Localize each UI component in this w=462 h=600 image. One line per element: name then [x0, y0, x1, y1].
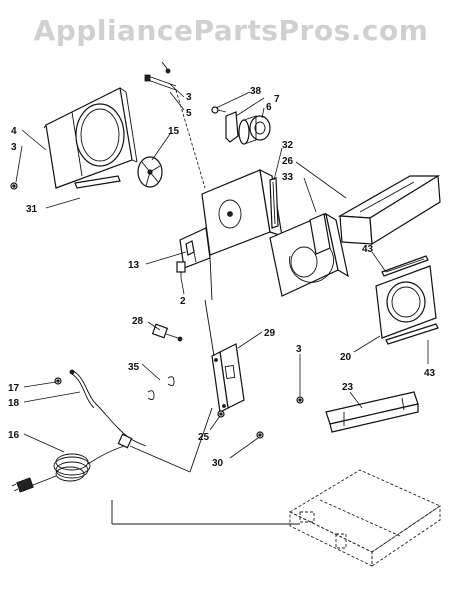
- screw-part-3c[interactable]: [296, 396, 304, 404]
- callout-labels: 3 5 4 3 31 38 7 6 15 32 26 33 13 2 43 28…: [8, 86, 436, 469]
- screw-part-30[interactable]: [256, 431, 264, 439]
- bracket-part-7[interactable]: [225, 111, 239, 143]
- callout-35: 35: [128, 362, 140, 373]
- callout-6: 6: [266, 102, 272, 113]
- callout-33: 33: [282, 172, 294, 183]
- front-panel-part[interactable]: [43, 87, 138, 189]
- callout-17: 17: [8, 383, 20, 394]
- base-pan-dashed: [289, 469, 441, 567]
- callout-3a: 3: [186, 92, 192, 103]
- connector-part-28[interactable]: [151, 323, 183, 342]
- strip-part-32[interactable]: [269, 177, 279, 229]
- power-cord-part-16[interactable]: [11, 433, 133, 493]
- screw-part-17[interactable]: [54, 377, 62, 385]
- screw-part-25[interactable]: [217, 410, 225, 418]
- callout-28: 28: [132, 316, 144, 327]
- fan-blade-part-15[interactable]: [137, 156, 163, 188]
- callout-16: 16: [8, 430, 20, 441]
- callout-25: 25: [198, 432, 210, 443]
- wire-harness-part-18[interactable]: [69, 369, 147, 447]
- watermark-text: AppliancePartsPros.com: [33, 14, 429, 47]
- callout-29: 29: [264, 328, 276, 339]
- panel-part-20[interactable]: [375, 265, 437, 339]
- callout-38: 38: [250, 86, 262, 97]
- clip-part-35[interactable]: [147, 376, 175, 401]
- callout-43b: 43: [424, 368, 436, 379]
- callout-7: 7: [274, 94, 280, 105]
- screw-part-3a[interactable]: [144, 74, 177, 91]
- callout-4: 4: [11, 126, 17, 137]
- duct-part-26[interactable]: [337, 174, 441, 246]
- blower-housing-part-33[interactable]: [269, 212, 349, 297]
- callout-13: 13: [128, 260, 140, 271]
- strip-part-31[interactable]: [74, 175, 121, 189]
- gasket-part-43a[interactable]: [381, 255, 429, 277]
- gasket-part-43b[interactable]: [385, 323, 439, 345]
- callout-23: 23: [342, 382, 354, 393]
- callout-43a: 43: [362, 244, 374, 255]
- callout-26: 26: [282, 156, 294, 167]
- callout-3c: 3: [296, 344, 302, 355]
- callout-32: 32: [282, 140, 294, 151]
- callout-2: 2: [180, 296, 186, 307]
- callout-3b: 3: [11, 142, 17, 153]
- leader-lines: [15, 83, 429, 459]
- callout-20: 20: [340, 352, 352, 363]
- callout-30: 30: [212, 458, 224, 469]
- screw-part-3b[interactable]: [10, 182, 18, 190]
- tray-part-23[interactable]: [325, 391, 419, 433]
- screw-part-38[interactable]: [211, 106, 227, 114]
- center-frame-part-13[interactable]: [179, 168, 283, 269]
- callout-5: 5: [186, 108, 192, 119]
- motor-part-6[interactable]: [238, 115, 271, 145]
- control-bracket-part-29[interactable]: [211, 343, 245, 413]
- clip-part-2[interactable]: [176, 261, 186, 278]
- callout-15: 15: [168, 126, 180, 137]
- screw-part-5[interactable]: [161, 61, 171, 74]
- wiring-lines: [111, 89, 300, 525]
- callout-31: 31: [26, 204, 38, 215]
- callout-18: 18: [8, 398, 20, 409]
